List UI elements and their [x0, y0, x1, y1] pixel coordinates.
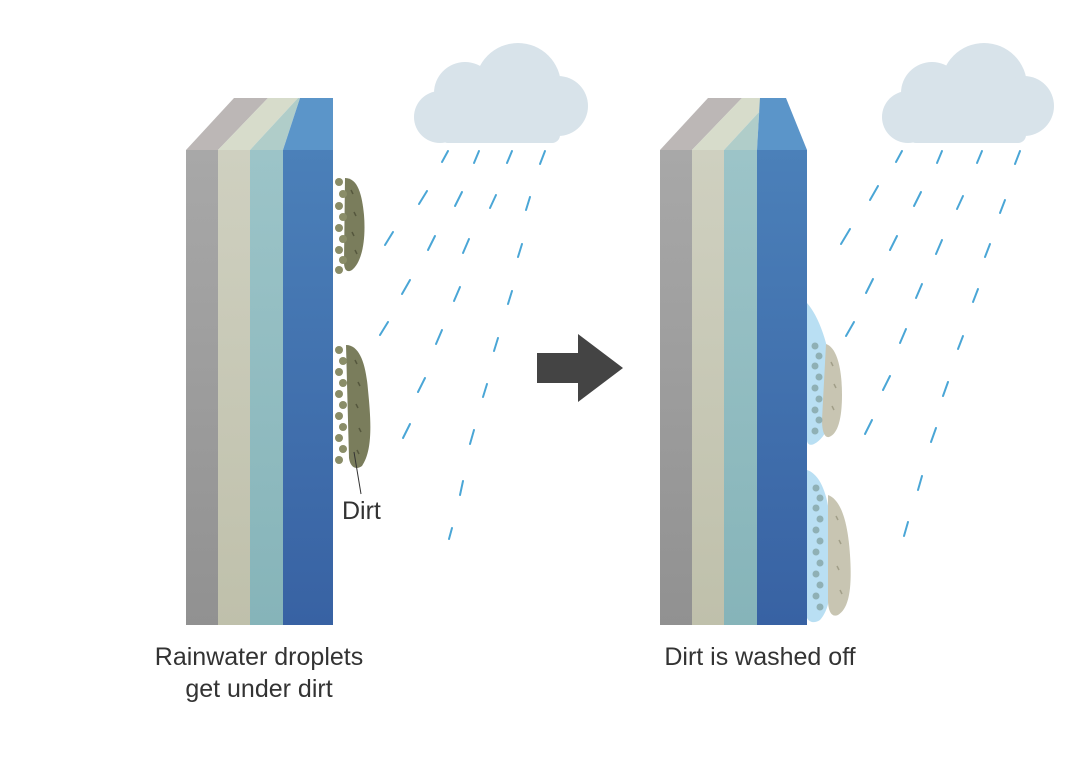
left-beige-layer	[218, 150, 250, 625]
dirt-leader-line	[353, 451, 362, 495]
raindrop-icon	[840, 150, 1021, 537]
right-blue-layer	[757, 150, 807, 625]
right-beige-layer	[692, 150, 724, 625]
raindrop-icon	[379, 150, 546, 540]
washed-dirt-lower	[807, 470, 851, 623]
right-caption: Dirt is washed off	[664, 643, 856, 671]
left-window-panel	[186, 43, 588, 625]
cloud-icon	[414, 43, 588, 143]
left-teal-layer	[250, 150, 283, 625]
left-caption-line-2: get under dirt	[185, 675, 333, 703]
right-blue-bevel	[757, 98, 807, 150]
right-gray-bevel	[660, 98, 742, 150]
left-blue-layer	[283, 150, 333, 625]
left-beige-bevel	[218, 98, 298, 150]
left-blue-bevel	[283, 98, 333, 150]
left-caption: Rainwater droplets get under dirt	[118, 641, 400, 705]
dirt-label: Dirt	[342, 497, 381, 525]
cloud-icon	[882, 43, 1054, 143]
right-beige-bevel	[692, 98, 772, 150]
dirt-clump-upper	[335, 178, 365, 274]
dirt-clump-lower	[335, 345, 371, 469]
washed-dirt-upper	[807, 303, 842, 445]
left-gray-bevel	[186, 98, 268, 150]
right-gray-layer	[660, 150, 692, 625]
left-caption-line-1: Rainwater droplets	[154, 643, 364, 671]
right-teal-layer	[724, 150, 757, 625]
left-teal-bevel	[250, 98, 300, 150]
right-window-panel	[660, 43, 1054, 625]
arrow-right-icon	[537, 334, 623, 402]
left-gray-layer	[186, 150, 218, 625]
